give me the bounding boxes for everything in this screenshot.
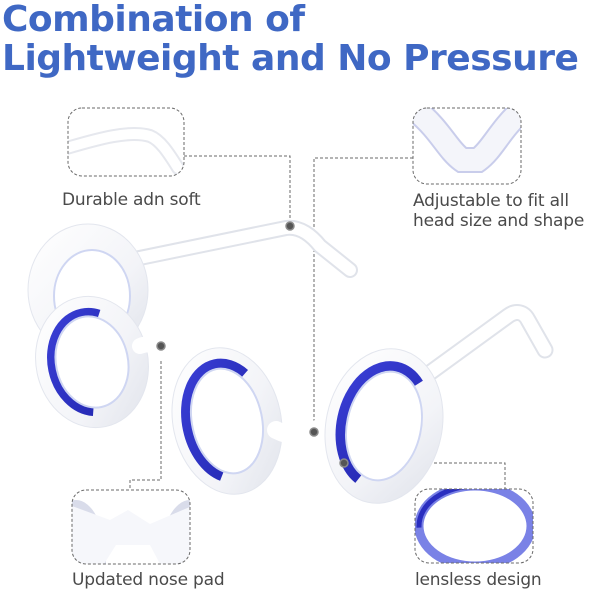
page-title: Combination of Lightweight and No Pressu… [2, 0, 579, 79]
caption-durable: Durable adn soft [62, 190, 201, 210]
caption-lensless: lensless design [415, 570, 542, 590]
connector-dots [156, 221, 349, 468]
title-line-2: Lightweight and No Pressure [2, 38, 579, 79]
bridge-detail-icon [412, 107, 522, 185]
caption-adjustable: Adjustable to fit all head size and shap… [413, 191, 585, 231]
glasses-frame [27, 219, 554, 504]
connector-lines [129, 155, 506, 490]
lensless-ring-detail-icon [414, 488, 534, 564]
caption-nose-pad: Updated nose pad [72, 570, 225, 590]
temple-arm-detail-icon [67, 107, 185, 177]
title-line-1: Combination of [2, 0, 305, 40]
nose-pad-detail-icon [71, 489, 191, 565]
